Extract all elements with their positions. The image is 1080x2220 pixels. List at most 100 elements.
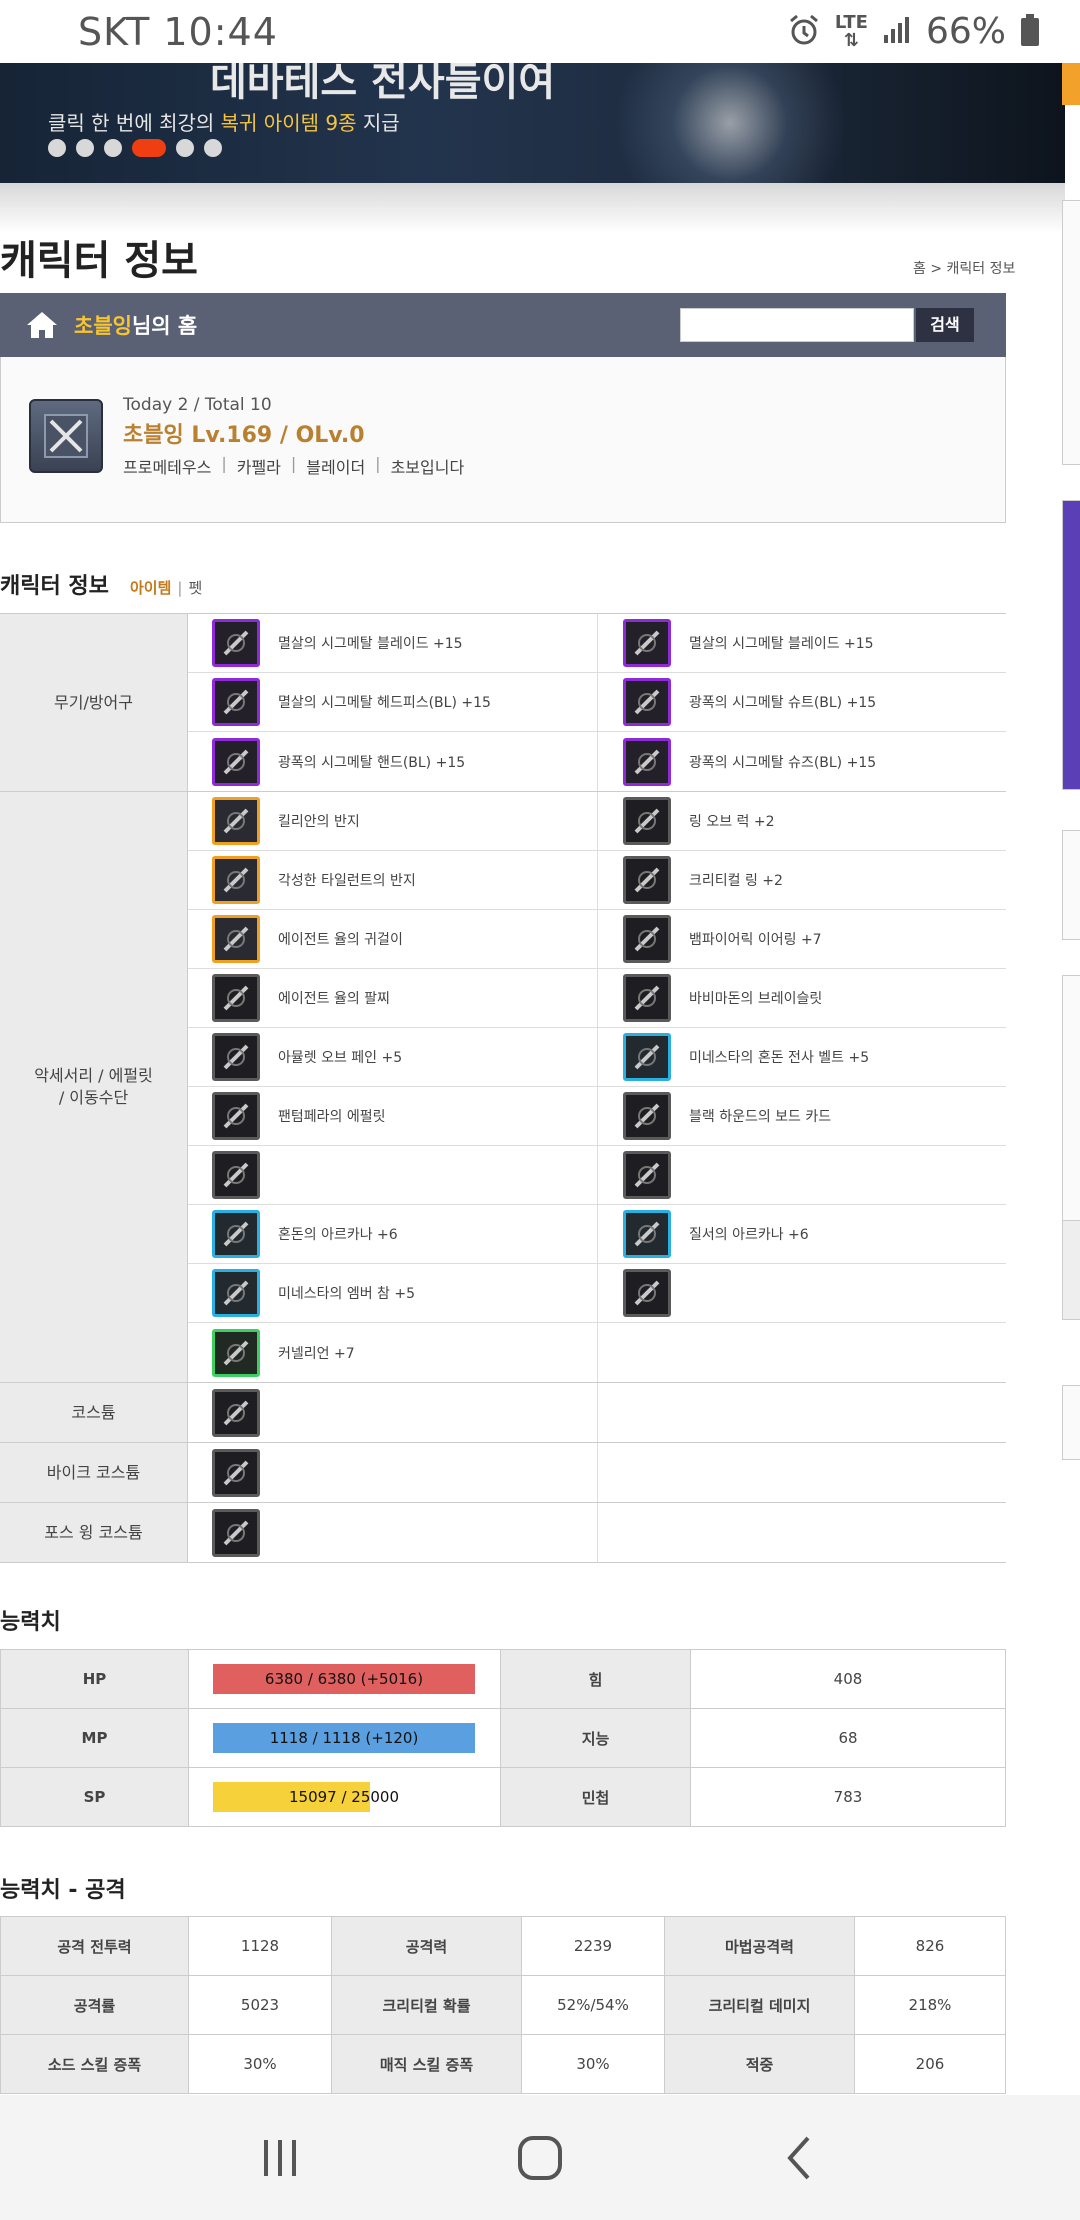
equipment-slot[interactable]: 멸살의 시그메탈 블레이드 +15 xyxy=(597,614,1006,672)
attack-stat-label: 공격률 xyxy=(0,1975,189,2035)
equipment-row xyxy=(188,1503,1006,1562)
equipment-slot[interactable]: 미네스타의 혼돈 전사 벨트 +5 xyxy=(597,1028,1006,1086)
equipment-slot[interactable]: 광폭의 시그메탈 슈트(BL) +15 xyxy=(597,673,1006,731)
equipment-slot[interactable]: 팬텀페라의 에펄릿 xyxy=(188,1087,597,1145)
tab-pet[interactable]: 펫 xyxy=(188,579,203,597)
equipment-slot[interactable] xyxy=(188,1443,597,1502)
item-icon[interactable] xyxy=(212,1328,260,1377)
item-icon[interactable] xyxy=(623,974,671,1022)
intro-link[interactable]: 초보입니다 xyxy=(390,458,465,477)
breadcrumb[interactable]: 홈 > 캐릭터 정보 xyxy=(913,261,1016,277)
equipment-slot[interactable]: 커넬리언 +7 xyxy=(188,1323,597,1382)
item-icon[interactable] xyxy=(212,856,260,904)
item-icon[interactable] xyxy=(212,1388,260,1437)
banner-dot[interactable] xyxy=(204,139,222,157)
side-tab[interactable] xyxy=(1062,63,1080,105)
equipment-slot[interactable]: 블랙 하운드의 보드 카드 xyxy=(597,1087,1006,1145)
equipment-slot[interactable] xyxy=(188,1146,597,1204)
item-icon[interactable] xyxy=(623,856,671,904)
item-icon[interactable] xyxy=(212,1033,260,1081)
item-icon[interactable] xyxy=(212,678,260,726)
item-icon[interactable] xyxy=(623,1092,671,1140)
item-icon[interactable] xyxy=(623,737,671,786)
server-link[interactable]: 프로메테우스 xyxy=(123,458,212,477)
equipment-slot[interactable] xyxy=(188,1383,597,1442)
equipment-row: 팬텀페라의 에펄릿 블랙 하운드의 보드 카드 xyxy=(188,1087,1006,1146)
equipment-slot[interactable]: 크리티컬 링 +2 xyxy=(597,851,1006,909)
banner-dot[interactable] xyxy=(176,139,194,157)
attack-stat-value: 52%/54% xyxy=(521,1975,665,2035)
item-icon[interactable] xyxy=(212,974,260,1022)
item-icon[interactable] xyxy=(212,737,260,786)
tab-item[interactable]: 아이템 xyxy=(130,579,172,597)
equipment-group-label: 악세서리 / 에펄릿 / 이동수단 xyxy=(0,792,188,1382)
equipment-slot[interactable]: 광폭의 시그메탈 슈즈(BL) +15 xyxy=(597,732,1006,791)
equipment-row: 멸살의 시그메탈 블레이드 +15 멸살의 시그메탈 블레이드 +15 xyxy=(188,614,1006,673)
equipment-slot[interactable]: 각성한 타일런트의 반지 xyxy=(188,851,597,909)
item-icon[interactable] xyxy=(212,797,260,845)
equipment-slot[interactable]: 질서의 아르카나 +6 xyxy=(597,1205,1006,1263)
banner-dot[interactable] xyxy=(76,139,94,157)
attack-stat-label: 공격력 xyxy=(331,1916,522,1976)
item-icon[interactable] xyxy=(212,1508,260,1557)
item-icon[interactable] xyxy=(623,915,671,963)
equipment-slot[interactable] xyxy=(597,1146,1006,1204)
item-icon[interactable] xyxy=(623,1151,671,1199)
channel-link[interactable]: 카펠라 xyxy=(236,458,281,477)
item-icon[interactable] xyxy=(212,1092,260,1140)
equipment-slot[interactable]: 킬리안의 반지 xyxy=(188,792,597,850)
equipment-slot[interactable]: 아뮬렛 오브 페인 +5 xyxy=(188,1028,597,1086)
hp-value: 6380 / 6380 (+5016) xyxy=(264,1670,424,1688)
item-icon[interactable] xyxy=(623,678,671,726)
promo-banner[interactable]: 데바테스 전사들이여 클릭 한 번에 최강의 복귀 아이템 9종 지급 xyxy=(0,63,1065,183)
banner-dot[interactable] xyxy=(48,139,66,157)
equipment-slot[interactable]: 에이전트 율의 팔찌 xyxy=(188,969,597,1027)
back-button[interactable] xyxy=(760,2118,840,2198)
equipment-slot[interactable]: 미네스타의 엠버 참 +5 xyxy=(188,1264,597,1322)
str-label: 힘 xyxy=(500,1649,691,1709)
item-icon[interactable] xyxy=(212,619,260,667)
item-icon[interactable] xyxy=(212,1210,260,1258)
item-icon[interactable] xyxy=(623,619,671,667)
equipment-slot[interactable]: 링 오브 럭 +2 xyxy=(597,792,1006,850)
equipment-slot[interactable]: 혼돈의 아르카나 +6 xyxy=(188,1205,597,1263)
equipment-group-label: 코스튬 xyxy=(0,1383,188,1442)
item-icon[interactable] xyxy=(623,1210,671,1258)
attack-stat-value: 1128 xyxy=(188,1916,332,1976)
home-icon[interactable] xyxy=(26,311,58,339)
attack-stat-label: 공격 전투력 xyxy=(0,1916,189,1976)
banner-dot[interactable] xyxy=(104,139,122,157)
item-icon[interactable] xyxy=(212,1448,260,1497)
recent-apps-button[interactable] xyxy=(240,2118,320,2198)
network-type: LTE⇅ xyxy=(834,11,868,51)
class-link[interactable]: 블레이더 xyxy=(306,458,366,477)
equipment-slot[interactable]: 멸살의 시그메탈 블레이드 +15 xyxy=(188,614,597,672)
search-button[interactable]: 검색 xyxy=(916,308,974,342)
search-input[interactable] xyxy=(680,308,914,342)
item-icon[interactable] xyxy=(212,1269,260,1317)
equipment-slot[interactable]: 멸살의 시그메탈 헤드피스(BL) +15 xyxy=(188,673,597,731)
item-icon[interactable] xyxy=(623,1033,671,1081)
side-ad-edge[interactable] xyxy=(1062,500,1080,790)
item-name: 팬텀페라의 에펄릿 xyxy=(278,1109,386,1125)
equipment-slot[interactable]: 뱀파이어릭 이어링 +7 xyxy=(597,910,1006,968)
item-icon[interactable] xyxy=(212,1151,260,1199)
item-icon[interactable] xyxy=(623,797,671,845)
item-icon[interactable] xyxy=(212,915,260,963)
equipment-slot[interactable] xyxy=(188,1503,597,1562)
attack-title: 능력치 - 공격 xyxy=(0,1878,126,1903)
equipment-slot[interactable]: 바비마돈의 브레이슬릿 xyxy=(597,969,1006,1027)
attack-stat-label: 마법공격력 xyxy=(664,1916,855,1976)
banner-subtitle: 클릭 한 번에 최강의 복귀 아이템 9종 지급 xyxy=(48,111,400,135)
banner-dot[interactable] xyxy=(132,139,166,157)
char-info-title: 캐릭터 정보 xyxy=(0,574,109,599)
home-button[interactable] xyxy=(500,2118,580,2198)
equipment-slot[interactable]: 에이전트 율의 귀걸이 xyxy=(188,910,597,968)
equipment-slot[interactable]: 광폭의 시그메탈 핸드(BL) +15 xyxy=(188,732,597,791)
equipment-row: 미네스타의 엠버 참 +5 xyxy=(188,1264,1006,1323)
equipment-slot[interactable] xyxy=(597,1264,1006,1322)
item-icon[interactable] xyxy=(623,1269,671,1317)
item-name: 멸살의 시그메탈 블레이드 +15 xyxy=(278,636,463,652)
